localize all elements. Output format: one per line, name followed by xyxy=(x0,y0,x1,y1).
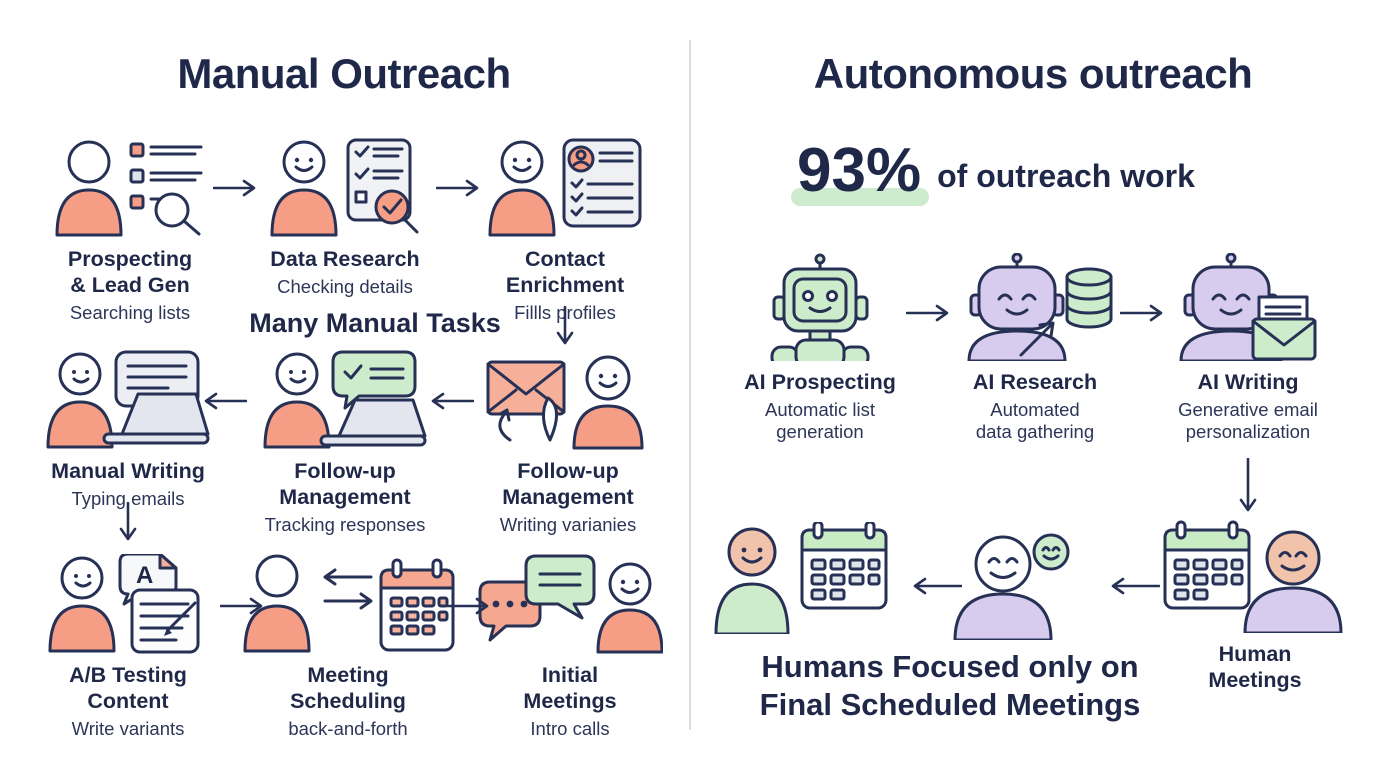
arrow-right-icon xyxy=(906,304,949,322)
arrow-left-icon xyxy=(1111,577,1160,595)
person-smiley-icon xyxy=(953,533,1070,640)
step-sublabel: Writing varianies xyxy=(499,513,637,535)
step-sublabel: Fillls profiles xyxy=(514,301,616,323)
person-laptop-check-icon xyxy=(263,350,426,449)
ai-robot-icon xyxy=(770,253,869,361)
step-followup-tracking: Follow-up Management Tracking responses xyxy=(245,350,445,536)
envelope-reply-person-icon xyxy=(486,355,643,450)
step-ai-prospecting: AI Prospecting Automatic list generation xyxy=(715,253,925,444)
arrow-right-icon xyxy=(446,597,489,615)
arrow-right-icon xyxy=(1120,304,1163,322)
ai-robot-database-icon xyxy=(967,253,1113,361)
step-label: Data Research xyxy=(270,247,420,271)
step-sublabel: Generative email personalization xyxy=(1178,398,1318,443)
step-label: Follow-up Management xyxy=(279,459,411,509)
step-label: AI Prospecting xyxy=(744,370,896,394)
calendar-person-icon xyxy=(1163,520,1342,633)
step-label: Initial Meetings xyxy=(523,663,617,713)
step-prospecting: Prospecting & Lead Gen Searching lists xyxy=(30,138,230,324)
step-label: A/B Testing Content xyxy=(69,663,187,713)
step-contact-enrichment: Contact Enrichment Fillls profiles xyxy=(465,138,665,324)
arrow-down-icon xyxy=(1239,458,1257,512)
stat-93-percent: 93% of outreach work xyxy=(791,140,1195,206)
person-checklist-icon xyxy=(270,138,419,237)
person-list-search-icon xyxy=(55,140,203,237)
person-laptop-writing-icon xyxy=(46,350,209,449)
step-label: Meeting Scheduling xyxy=(290,663,406,713)
ai-robot-envelope-icon xyxy=(1179,253,1317,361)
step-sublabel: Searching lists xyxy=(69,301,191,323)
step-label: AI Research xyxy=(972,370,1098,394)
step-sublabel: Tracking responses xyxy=(264,513,426,535)
person-contact-card-icon xyxy=(488,138,641,237)
handoff-person xyxy=(915,528,1105,640)
arrow-left-icon xyxy=(431,392,474,410)
step-sublabel: Intro calls xyxy=(530,717,610,739)
step-sublabel: Automated data gathering xyxy=(975,398,1095,443)
arrow-right-icon xyxy=(220,597,263,615)
step-sublabel: Typing emails xyxy=(71,487,185,509)
arrow-left-icon xyxy=(913,577,962,595)
human-final-meeting-person xyxy=(700,522,900,634)
right-column-title: Autonomous outreach xyxy=(813,50,1253,97)
column-divider xyxy=(689,40,691,730)
svg-text:A: A xyxy=(136,562,153,589)
arrow-down-icon xyxy=(119,502,137,541)
arrow-right-icon xyxy=(436,179,479,197)
step-sublabel: Write variants xyxy=(71,717,185,739)
green-highlight-bar xyxy=(791,188,930,206)
step-meeting-scheduling: Meeting Scheduling back-and-forth xyxy=(233,554,463,740)
step-human-meetings: Human Meetings xyxy=(1155,518,1355,694)
step-label: Human Meetings xyxy=(1208,642,1302,692)
step-label: Prospecting & Lead Gen xyxy=(67,247,193,297)
step-followup-variants: Follow-up Management Writing varianies xyxy=(468,350,668,536)
step-sublabel: back-and-forth xyxy=(288,717,408,739)
arrow-down-icon xyxy=(556,306,574,345)
step-sublabel: Checking details xyxy=(277,275,413,297)
humans-focused-note: Humans Focused only on Final Scheduled M… xyxy=(759,649,1141,722)
step-ab-testing: A A/B Testing Content Write variants xyxy=(28,554,228,740)
step-manual-writing: Manual Writing Typing emails xyxy=(28,350,228,510)
step-label: Contact Enrichment xyxy=(505,247,625,297)
step-label: AI Writing xyxy=(1197,370,1299,394)
chat-bubbles-person-icon xyxy=(478,554,663,654)
step-ai-research: AI Research Automated data gathering xyxy=(930,253,1140,444)
arrow-right-icon xyxy=(213,179,256,197)
arrow-left-icon xyxy=(204,392,247,410)
many-manual-tasks-note: Many Manual Tasks xyxy=(249,308,501,338)
step-sublabel: Automatic list generation xyxy=(764,398,875,443)
step-label: Follow-up Management xyxy=(502,459,634,509)
person-calendar-backforth-icon xyxy=(243,554,454,653)
step-label: Manual Writing xyxy=(51,459,205,483)
step-data-research: Data Research Checking details xyxy=(245,138,445,298)
person-calendar-green-icon xyxy=(714,522,888,634)
step-ai-writing: AI Writing Generative email personalizat… xyxy=(1143,253,1353,444)
stat-value: 93% xyxy=(791,140,930,206)
stat-text: of outreach work xyxy=(937,158,1195,194)
person-ab-doc-pencil-icon: A xyxy=(48,554,200,654)
left-column-title: Manual Outreach xyxy=(177,50,511,97)
step-initial-meetings: Initial Meetings Intro calls xyxy=(470,554,670,740)
